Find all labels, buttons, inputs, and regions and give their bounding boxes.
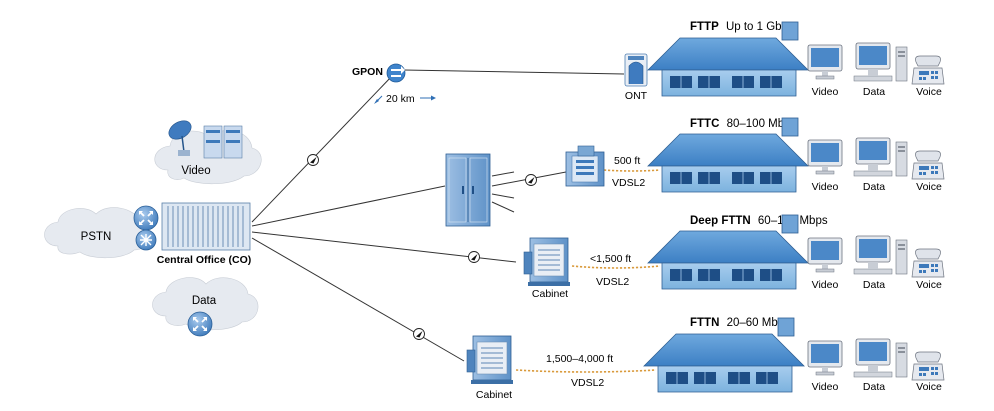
vdsl2-fttc-pair xyxy=(603,169,661,172)
voice-phone-icon xyxy=(911,248,945,278)
endpoint-data-label: Data xyxy=(863,279,885,291)
fttc-hub-cabinet xyxy=(445,153,491,227)
service-tech: FTTN xyxy=(690,317,719,329)
voice-phone-icon xyxy=(911,351,945,381)
endpoint-data-label: Data xyxy=(863,381,885,393)
splitter-fttn-icon xyxy=(413,328,425,340)
fiber-gpon-to-ont xyxy=(403,69,625,75)
service-row-fttc: FTTC 80–100 Mbps Video Data Voice xyxy=(647,117,945,193)
service-speed: 80–100 Mbps xyxy=(727,118,797,130)
fiber-co-to-gpon xyxy=(251,75,393,223)
gpon-node: GPON 20 km xyxy=(352,63,436,105)
video-monitor-icon xyxy=(807,44,843,80)
service-row-fttp: FTTP Up to 1 Gbps Video Data Voice xyxy=(647,21,945,98)
data-cloud: Data xyxy=(152,277,259,337)
splitter-gpon-icon xyxy=(307,154,319,166)
house-icon xyxy=(643,317,805,393)
copper-links xyxy=(515,169,661,373)
data-cloud-shape xyxy=(152,277,259,331)
fiber-co-to-fttc xyxy=(251,185,446,227)
video-monitor-icon xyxy=(807,340,843,376)
fttc-length-label: 500 ft xyxy=(614,155,640,167)
ont-label: ONT xyxy=(625,90,648,102)
pstn-cloud: PSTN xyxy=(44,207,151,259)
video-monitor-icon xyxy=(807,139,843,175)
fttn-length-label: 1,500–4,000 ft xyxy=(546,353,613,365)
gpon-distance-label: 20 km xyxy=(386,93,415,105)
video-cloud-label: Video xyxy=(181,165,210,177)
deep-length-label: <1,500 ft xyxy=(590,253,631,265)
fttn-cabinet-label: Cabinet xyxy=(476,389,512,401)
data-cloud-label: Data xyxy=(192,295,217,307)
co-switch-icon xyxy=(135,229,157,251)
deep-cabinet-label: Cabinet xyxy=(532,288,568,300)
house-icon xyxy=(647,21,809,97)
fiber-hub-branch-1 xyxy=(491,171,515,177)
endpoint-voice-label: Voice xyxy=(916,181,942,193)
fiber-hub-branch-3 xyxy=(491,201,515,213)
endpoint-data-label: Data xyxy=(863,86,885,98)
fttn-medium-label: VDSL2 xyxy=(571,377,604,389)
service-row-deep-fttn: Deep FTTN 60–100 Mbps Video Data Voice xyxy=(647,214,945,291)
deep-fttn-cabinet-icon xyxy=(523,237,571,287)
central-office: Central Office (CO) xyxy=(133,202,252,266)
distance-arrow-icon xyxy=(374,95,436,104)
satellite-dish-icon xyxy=(168,120,192,156)
data-pc-icon xyxy=(853,235,908,275)
service-title: FTTP Up to 1 Gbps xyxy=(690,21,794,33)
co-router-icon xyxy=(133,205,159,231)
gpon-splitter-icon xyxy=(386,63,406,83)
co-building xyxy=(161,202,251,251)
endpoint-video-label: Video xyxy=(812,279,839,291)
endpoint-voice-label: Voice xyxy=(916,279,942,291)
data-pc-icon xyxy=(853,137,908,177)
endpoint-video-label: Video xyxy=(812,381,839,393)
service-speed: Up to 1 Gbps xyxy=(726,21,794,33)
data-pc-icon xyxy=(853,338,908,378)
co-rack-lines xyxy=(167,206,244,247)
gpon-label: GPON xyxy=(352,66,383,78)
deep-medium-label: VDSL2 xyxy=(596,276,629,288)
service-tech: FTTP xyxy=(690,21,719,33)
service-title: FTTC 80–100 Mbps xyxy=(690,118,797,130)
endpoint-voice-label: Voice xyxy=(916,381,942,393)
service-title: FTTN 20–60 Mbps xyxy=(690,317,790,329)
splitter-markers xyxy=(307,154,537,340)
endpoint-video-label: Video xyxy=(812,86,839,98)
service-tech: FTTC xyxy=(690,118,719,130)
endpoint-voice-label: Voice xyxy=(916,86,942,98)
video-cloud: Video xyxy=(154,120,262,185)
data-router-icon xyxy=(187,311,213,337)
video-server-icon xyxy=(203,125,243,159)
ont-device: ONT xyxy=(624,53,648,102)
splitter-fttc-icon xyxy=(525,174,537,186)
video-monitor-icon xyxy=(807,237,843,273)
voice-phone-icon xyxy=(911,55,945,85)
service-row-fttn: FTTN 20–60 Mbps Video Data Voice xyxy=(643,317,945,393)
vdsl2-fttn-pair xyxy=(515,369,657,373)
fiber-links xyxy=(251,69,625,362)
data-pc-icon xyxy=(853,42,908,82)
co-label: Central Office (CO) xyxy=(157,254,252,266)
fttc-curb-device xyxy=(565,145,605,187)
service-tech: Deep FTTN xyxy=(690,215,751,227)
splitter-deep-icon xyxy=(468,251,480,263)
endpoint-data-label: Data xyxy=(863,181,885,193)
service-title: Deep FTTN 60–100 Mbps xyxy=(690,215,828,227)
vdsl2-deep-pair xyxy=(571,265,661,269)
fttc-medium-label: VDSL2 xyxy=(612,177,645,189)
fiber-co-to-fttn xyxy=(251,237,465,362)
service-speed: 20–60 Mbps xyxy=(727,317,791,329)
fiber-hub-branch-2 xyxy=(491,193,515,199)
endpoint-video-label: Video xyxy=(812,181,839,193)
pstn-cloud-label: PSTN xyxy=(81,231,112,243)
fttn-cabinet-icon xyxy=(466,335,514,385)
voice-phone-icon xyxy=(911,150,945,180)
